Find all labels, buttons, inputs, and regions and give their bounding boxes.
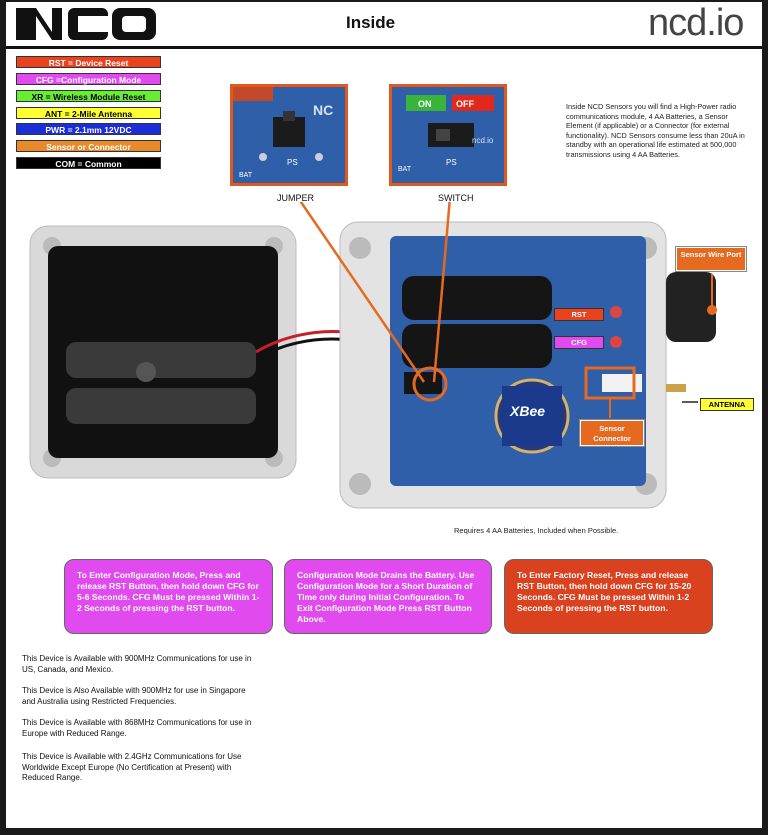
legend-item: ANT = 2-Mile Antenna bbox=[16, 107, 161, 119]
antenna-label: ANTENNA bbox=[700, 398, 754, 411]
svg-text:ON: ON bbox=[418, 99, 432, 109]
sensor-wire-port-label: Sensor Wire Port bbox=[676, 247, 746, 271]
config-mode-warning: Configuration Mode Drains the Battery. U… bbox=[284, 559, 492, 634]
svg-text:OFF: OFF bbox=[456, 99, 474, 109]
enclosure-illustration: XBee bbox=[6, 202, 762, 522]
enclosure-base: XBee bbox=[340, 222, 716, 508]
ncd-io-logo: ncd.io bbox=[648, 2, 743, 45]
ncd-logo: NCD bbox=[14, 4, 164, 44]
availability-note: This Device is Available with 900MHz Com… bbox=[22, 654, 252, 675]
legend-item: PWR = 2.1mm 12VDC bbox=[16, 123, 161, 135]
rst-label: RST bbox=[554, 308, 604, 321]
legend-item: XR = Wireless Module Reset bbox=[16, 90, 161, 102]
factory-reset-instructions: To Enter Factory Reset, Press and releas… bbox=[504, 559, 713, 634]
sensor-connector-label: Sensor Connector bbox=[580, 420, 644, 446]
intro-text: Inside NCD Sensors you will find a High-… bbox=[566, 102, 746, 160]
availability-note: This Device is Also Available with 900MH… bbox=[22, 686, 252, 707]
availability-note: This Device is Available with 868MHz Com… bbox=[22, 718, 252, 739]
svg-text:PS: PS bbox=[446, 158, 457, 167]
svg-text:PS: PS bbox=[287, 158, 298, 167]
svg-text:BAT: BAT bbox=[239, 172, 253, 179]
svg-text:NCD: NCD bbox=[89, 42, 91, 44]
legend-item: CFG =Configuration Mode bbox=[16, 73, 161, 85]
switch-photo: ON OFF ncd.io PS BAT bbox=[389, 84, 507, 186]
config-mode-instructions: To Enter Configuration Mode, Press and r… bbox=[64, 559, 273, 634]
svg-text:ncd.io: ncd.io bbox=[472, 136, 494, 145]
svg-text:BAT: BAT bbox=[398, 166, 412, 173]
cfg-label: CFG bbox=[554, 336, 604, 349]
jumper-photo: NC PS BAT bbox=[230, 84, 348, 186]
legend-item: RST = Device Reset bbox=[16, 56, 161, 68]
availability-note: This Device is Available with 2.4GHz Com… bbox=[22, 752, 252, 784]
svg-text:NC: NC bbox=[313, 102, 333, 118]
header: NCD Inside ncd.io bbox=[6, 2, 762, 49]
legend-item: Sensor or Connector bbox=[16, 140, 161, 152]
page-title: Inside bbox=[346, 13, 395, 33]
svg-text:XBee: XBee bbox=[509, 403, 545, 419]
battery-note: Requires 4 AA Batteries, Included when P… bbox=[454, 526, 618, 535]
legend-item: COM = Common bbox=[16, 157, 161, 169]
